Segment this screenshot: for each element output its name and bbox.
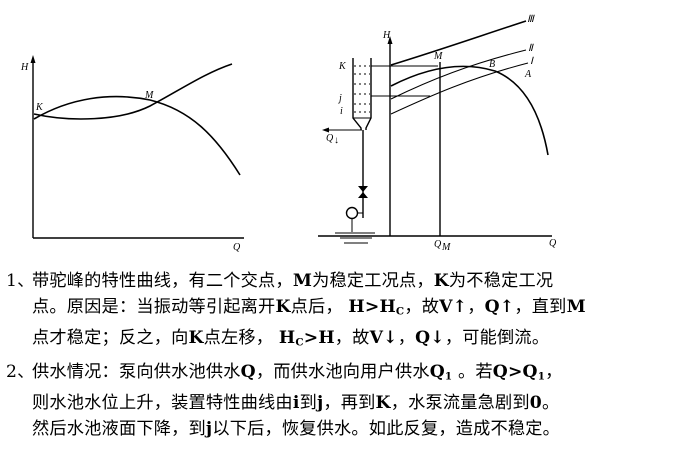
text-line: 带驼峰的特性曲线，有二个交点，M为稳定工况点，K为不稳定工况 [32,271,554,291]
curve-label-A: A [524,69,532,80]
curve-label-II: Ⅱ [528,43,534,54]
right-y-axis-arrow [387,36,393,44]
left-chart: H Q K M [20,55,244,253]
pump-pipe [351,212,363,232]
reservoir-water [335,232,375,244]
text-line: 点才稳定；反之，向K点左移， HC>H，故V↓，Q↓，可能倒流。 [32,327,550,349]
pump-icon [345,206,359,220]
qm-label: Q [434,239,442,250]
system-curve-I [390,62,529,115]
right-x-axis-label: Q [549,238,557,249]
outflow-label-sub: ↓ [334,135,339,146]
paragraph-1: 1、 带驼峰的特性曲线，有二个交点，M为稳定工况点，K为不稳定工况 点。原因是：… [6,268,694,355]
left-y-axis-arrow [30,55,36,63]
right-y-axis-label: H [382,30,391,41]
valve-icon [358,186,368,198]
left-x-axis-label: Q [233,242,241,253]
text-line: 供水情况：泵向供水池供水Q，而供水池向用户供水Q1 。若Q>Q1， [32,362,563,383]
paragraph-number: 1、 [6,271,35,291]
tank-hatch [354,65,370,113]
right-chart: Q H K j i Q ↓ Q M M [318,14,557,253]
curve-label-I: Ⅰ [530,56,534,67]
text-line: 则水池水位上升，装置特性曲线由i到j，再到K，水泵流量急剧到0。 [32,392,560,413]
pump-curve-hump [390,65,549,156]
left-point-M-label: M [144,90,154,101]
left-hump-pump-curve [33,95,241,176]
qm-label-sub: M [441,242,451,253]
right-point-M-label: M [433,51,443,62]
system-curve-II [390,49,527,100]
explanation-text: 1、 带驼峰的特性曲线，有二个交点，M为稳定工况点，K为不稳定工况 点。原因是：… [6,268,694,446]
outflow-arrow [322,127,329,133]
tank-level-K: K [338,61,347,72]
left-y-axis-label: H [20,62,29,73]
curve-label-III: Ⅲ [527,14,535,25]
tank-level-i: i [340,106,343,117]
system-curve-III [390,20,527,66]
right-point-B-label: B [489,59,495,70]
diagram-area: H Q K M Q H K j i Q ↓ [20,14,557,253]
left-system-curve [33,63,233,120]
left-point-K-label: K [35,102,44,113]
paragraph-number: 2、 [6,362,35,383]
tank-outline [352,58,372,130]
tank-level-j: j [337,93,342,104]
text-line: 然后水池液面下降，到j以下后，恢复供水。如此反复，造成不稳定。 [32,418,561,439]
outflow-label: Q [326,133,334,144]
text-line: 点。原因是：当振动等引起离开K点后， H>HC，故V↑，Q↑，直到M [32,297,586,318]
paragraph-2: 2、 供水情况：泵向供水池供水Q，而供水池向用户供水Q1 。若Q>Q1， 则水池… [6,359,694,442]
